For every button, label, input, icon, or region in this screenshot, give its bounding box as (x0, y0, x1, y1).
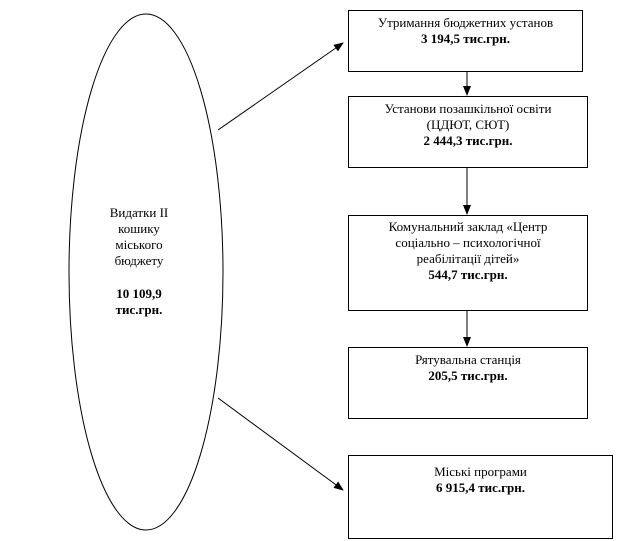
budget-label-line: міського (115, 237, 163, 252)
box-title-line: (ЦДЮТ, СЮТ) (426, 117, 510, 132)
budget-label-line: кошику (118, 221, 160, 236)
box-title-line: Рятувальна станція (415, 352, 521, 367)
arrow-ellipse-to-maintenance (217, 42, 344, 131)
box-amount: 544,7 тис.грн. (428, 267, 508, 282)
box-title-line: Утримання бюджетних установ (377, 15, 554, 30)
extracurricular-box: Установи позашкільної освіти (ЦДЮТ, СЮТ)… (348, 96, 588, 168)
box-amount: 6 915,4 тис.грн. (435, 480, 526, 495)
budget-label-line: бюджету (114, 253, 164, 268)
budget-amount-unit: тис.грн. (115, 302, 163, 317)
budget-expenditure-label: Видатки ІІ кошику міського бюджету 10 10… (88, 205, 190, 318)
rehab-center-box: Комунальний заклад «Центр соціально – пс… (348, 215, 588, 311)
box-amount: 205,5 тис.грн. (428, 368, 508, 383)
box-title-line: Установи позашкільної освіти (384, 101, 552, 116)
budget-label-line: Видатки ІІ (109, 205, 169, 220)
box-title-line: Комунальний заклад «Центр (388, 219, 548, 234)
box-amount: 3 194,5 тис.грн. (420, 31, 511, 46)
box-title-line: соціально – психологічної (395, 235, 541, 250)
box-title-line: Міські програми (434, 464, 527, 479)
rescue-station-box: Рятувальна станція 205,5 тис.грн. (348, 347, 588, 419)
budget-total-amount: 10 109,9 тис.грн. (88, 286, 190, 318)
arrow-ellipse-to-programs (217, 397, 344, 491)
city-programs-box: Міські програми 6 915,4 тис.грн. (348, 455, 613, 539)
maintenance-box: Утримання бюджетних установ 3 194,5 тис.… (348, 10, 583, 72)
box-title-line: реабілітації дітей» (416, 251, 520, 266)
budget-ellipse (68, 13, 224, 531)
budget-amount-value: 10 109,9 (116, 286, 162, 301)
box-amount: 2 444,3 тис.грн. (423, 133, 513, 148)
